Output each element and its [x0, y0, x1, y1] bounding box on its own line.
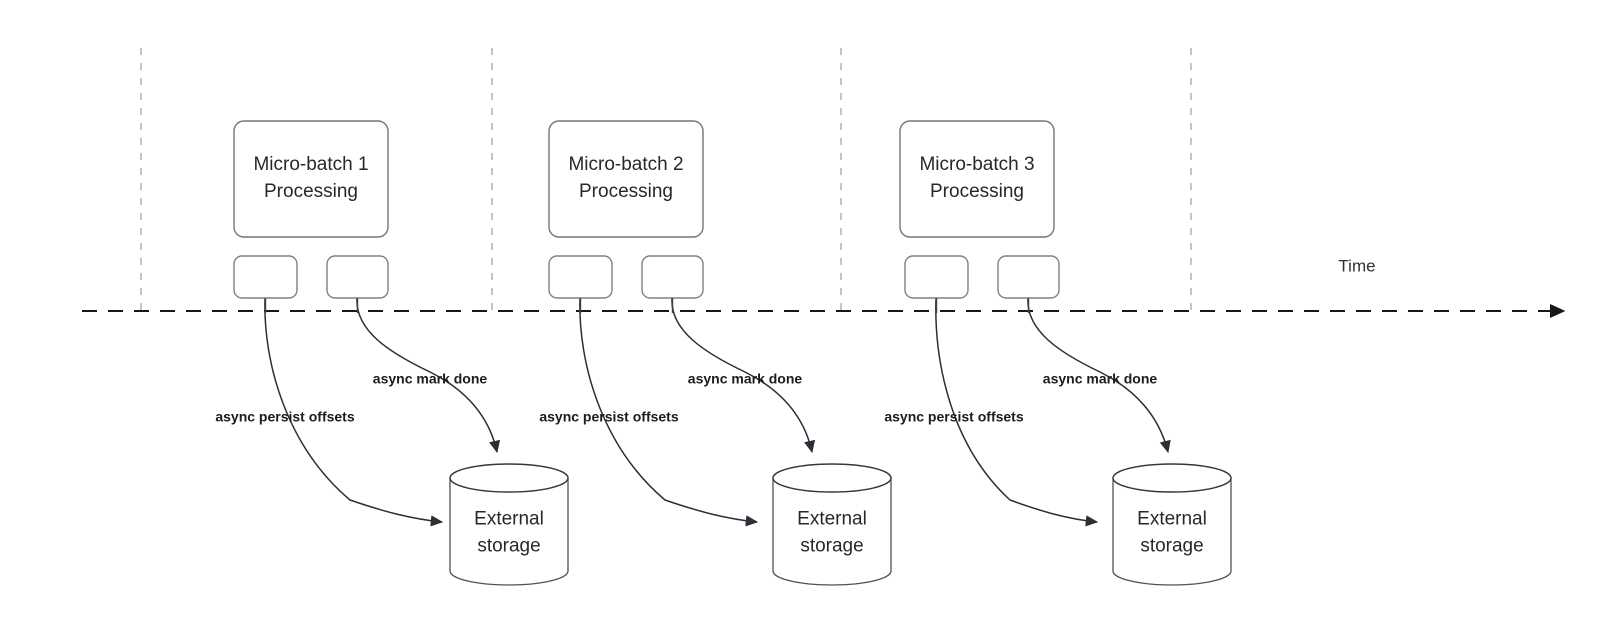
- node-label-line1-external-storage-1: External: [474, 509, 544, 530]
- node-box-micro-batch-1[interactable]: [233, 120, 389, 238]
- node-box-micro-batch-2[interactable]: [548, 120, 704, 238]
- node-mb3-slot-b[interactable]: [997, 255, 1060, 299]
- cylinder-top-external-storage-3: [1112, 463, 1232, 493]
- node-label-line2-external-storage-3: storage: [1140, 536, 1203, 557]
- node-mb1-slot-a[interactable]: [233, 255, 298, 299]
- node-label-line1-external-storage-2: External: [797, 509, 867, 530]
- time-axis: Time: [82, 256, 1566, 319]
- flow-edges: [264, 297, 1171, 527]
- edge-label-mark-done-2: async mark done: [688, 371, 803, 387]
- edge-persist-offsets-3: [935, 297, 1099, 527]
- time-tick-lines: [140, 48, 1192, 318]
- node-label-line2-external-storage-1: storage: [477, 536, 540, 557]
- node-micro-batch-2[interactable]: Micro-batch 2 Processing: [548, 120, 704, 238]
- node-label-line2-external-storage-2: storage: [800, 536, 863, 557]
- node-label-line2-micro-batch-2: Processing: [579, 181, 673, 202]
- node-mb3-slot-a[interactable]: [904, 255, 969, 299]
- edge-label-persist-offsets-1: async persist offsets: [215, 409, 354, 425]
- edge-label-persist-offsets-2: async persist offsets: [539, 409, 678, 425]
- node-label-line1-micro-batch-2: Micro-batch 2: [568, 154, 683, 175]
- node-micro-batch-1[interactable]: Micro-batch 1 Processing: [233, 120, 389, 238]
- edge-persist-offsets-2: [579, 297, 759, 527]
- node-label-line2-micro-batch-1: Processing: [264, 181, 358, 202]
- cylinder-body-external-storage-3: [1112, 477, 1232, 586]
- edge-labels: async persist offsets async mark done asyn…: [215, 371, 1157, 425]
- edge-label-persist-offsets-3: async persist offsets: [884, 409, 1023, 425]
- node-label-line2-micro-batch-3: Processing: [930, 181, 1024, 202]
- node-external-storage-3[interactable]: External storage: [1112, 463, 1232, 586]
- cylinder-body-external-storage-1: [449, 477, 569, 586]
- edge-mark-done-1: [356, 297, 501, 454]
- edge-persist-offsets-1: [264, 297, 444, 527]
- edge-mark-done-2: [671, 297, 816, 454]
- cylinder-body-external-storage-2: [772, 477, 892, 586]
- node-external-storage-2[interactable]: External storage: [772, 463, 892, 586]
- cylinder-top-external-storage-2: [772, 463, 892, 493]
- edge-label-mark-done-1: async mark done: [373, 371, 488, 387]
- node-mb1-slot-b[interactable]: [326, 255, 389, 299]
- node-micro-batch-3[interactable]: Micro-batch 3 Processing: [899, 120, 1055, 238]
- node-mb2-slot-a[interactable]: [548, 255, 613, 299]
- node-mb2-slot-b[interactable]: [641, 255, 704, 299]
- time-axis-label: Time: [1338, 256, 1375, 275]
- node-label-line1-micro-batch-1: Micro-batch 1: [253, 154, 368, 175]
- node-label-line1-micro-batch-3: Micro-batch 3: [919, 154, 1034, 175]
- edge-mark-done-3: [1027, 297, 1171, 454]
- cylinder-top-external-storage-1: [449, 463, 569, 493]
- edge-label-mark-done-3: async mark done: [1043, 371, 1158, 387]
- node-external-storage-1[interactable]: External storage: [449, 463, 569, 586]
- node-box-micro-batch-3[interactable]: [899, 120, 1055, 238]
- node-label-line1-external-storage-3: External: [1137, 509, 1207, 530]
